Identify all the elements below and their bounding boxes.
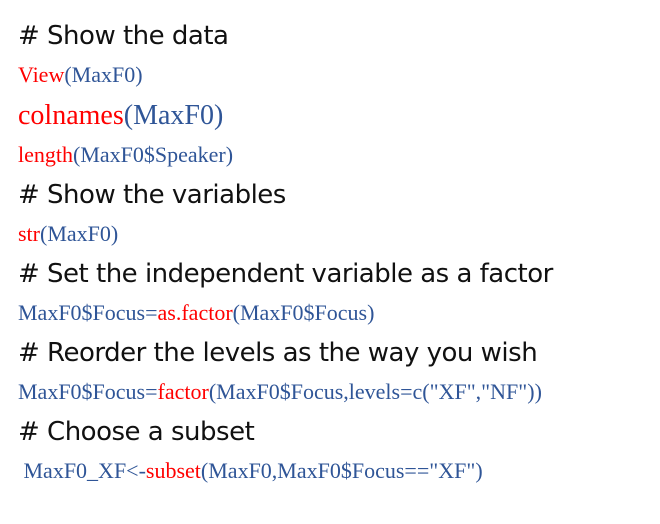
- function-name: length: [18, 142, 73, 167]
- comment-choose-subset: # Choose a subset: [18, 417, 255, 447]
- comment-show-data: # Show the data: [18, 21, 229, 51]
- comment-show-variables: # Show the variables: [18, 180, 286, 210]
- function-name: subset: [145, 458, 201, 483]
- code-str: str(MaxF0): [18, 219, 660, 249]
- function-args: (MaxF0): [123, 100, 224, 131]
- function-name: View: [18, 62, 65, 87]
- assignment-target: MaxF0_XF<-: [18, 458, 146, 483]
- code-as-factor: MaxF0$Focus=as.factor(MaxF0$Focus): [18, 298, 660, 328]
- function-name: as.factor: [157, 300, 233, 325]
- function-args: (MaxF0$Focus): [232, 300, 375, 325]
- function-args: (MaxF0): [40, 221, 119, 246]
- code-colnames: colnames(MaxF0): [18, 99, 660, 133]
- code-view-data: View(MaxF0): [18, 60, 660, 90]
- function-args: (MaxF0,MaxF0$Focus=="XF"): [200, 458, 483, 483]
- function-args: (MaxF0): [64, 62, 143, 87]
- assignment-target: MaxF0$Focus=: [18, 379, 158, 404]
- code-length: length(MaxF0$Speaker): [18, 140, 660, 170]
- function-name: colnames: [18, 100, 124, 131]
- comment-reorder-levels: # Reorder the levels as the way you wish: [18, 338, 538, 368]
- code-factor-levels: MaxF0$Focus=factor(MaxF0$Focus,levels=c(…: [18, 377, 660, 407]
- comment-set-factor: # Set the independent variable as a fact…: [18, 259, 553, 289]
- function-args: (MaxF0$Focus,levels=c("XF","NF")): [208, 379, 542, 404]
- assignment-target: MaxF0$Focus=: [18, 300, 158, 325]
- function-name: factor: [157, 379, 209, 404]
- r-code-document: # Show the data View(MaxF0) colnames(Max…: [18, 20, 660, 495]
- code-subset: MaxF0_XF<-subset(MaxF0,MaxF0$Focus=="XF"…: [18, 456, 660, 486]
- function-name: str: [18, 221, 40, 246]
- function-args: (MaxF0$Speaker): [73, 142, 234, 167]
